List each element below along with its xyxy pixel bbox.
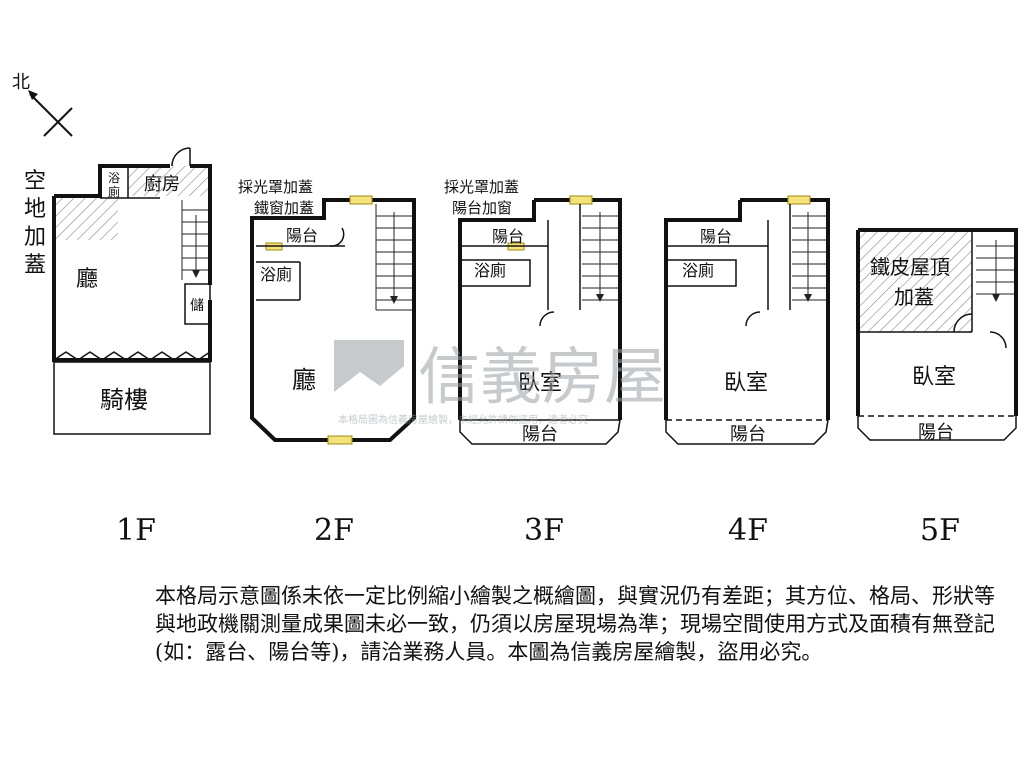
floor-3f: 採光罩加蓋 陽台加窗 陽台 浴廁 臥室 陽台 3F [444,178,622,548]
floor-label-4f: 4F [728,513,768,548]
note-skylight-3f: 採光罩加蓋 [444,178,519,196]
floor-1f: 空 地 加 蓋 廚房 浴 廁 廳 儲 騎樓 1F [24,147,212,548]
stairs-4f [792,212,826,302]
room-bedroom-5f: 臥室 [912,365,956,390]
room-bath-1f-1: 浴 [108,171,120,185]
room-balcony-rear-4f: 陽台 [700,227,732,246]
note-window-2f: 鐵窗加蓋 [254,199,314,217]
floor-label-1f: 1F [116,513,156,548]
floor-2f: 採光罩加蓋 鐵窗加蓋 陽台 浴廁 廳 2F [238,178,416,548]
floor-label-2f: 2F [314,513,354,548]
room-bath-4f: 浴廁 [682,261,714,280]
stairs-5f [976,240,1014,302]
room-kitchen-1f: 廚房 [144,173,180,195]
stairs-3f [582,212,618,302]
stairs-1f [181,200,208,280]
watermark-brand: 信義房屋 [418,340,666,413]
room-empty-lot-1: 空 [24,169,46,194]
room-empty-lot-4: 蓋 [24,253,46,278]
floor-label-3f: 3F [524,513,564,548]
floor-5f: 鐵皮屋頂 加蓋 臥室 陽台 5F [856,228,1018,548]
north-arrow-icon: 北 [12,72,73,137]
room-storage-1f: 儲 [190,298,204,314]
watermark-line: 本格局圖為信義房屋繪製，未經允許請勿盜用，違者必究 [338,413,588,426]
room-bath-1f-2: 廁 [108,184,120,199]
note-balcony-window-3f: 陽台加窗 [452,199,512,217]
room-addition-5f-1: 鐵皮屋頂 [870,255,950,279]
north-label: 北 [12,72,30,93]
room-empty-lot-2: 地 [24,197,46,222]
room-balcony-front-5f: 陽台 [918,422,954,443]
room-hall-2f: 廳 [292,366,316,394]
room-arcade-1f: 騎樓 [100,386,148,414]
room-empty-lot-3: 加 [24,225,46,250]
room-balcony-front-3f: 陽台 [522,424,558,445]
room-balcony-rear-3f: 陽台 [492,227,524,246]
room-balcony-front-4f: 陽台 [730,424,766,445]
room-bath-2f: 浴廁 [260,265,292,284]
brand-logo-icon [334,340,404,402]
disclaimer-notice: 本格局示意圖係未依一定比例縮小繪製之概繪圖，與實況仍有差距；其方位、格局、形狀等… [155,584,995,664]
floor-label-5f: 5F [920,513,960,548]
note-skylight-2f: 採光罩加蓋 [238,178,313,196]
room-bedroom-4f: 臥室 [724,371,768,396]
room-balcony-2f: 陽台 [286,226,318,245]
room-bath-3f: 浴廁 [474,261,506,280]
room-bedroom-3f: 臥室 [518,371,562,396]
stairs-2f [375,204,412,311]
room-addition-5f-2: 加蓋 [894,285,934,309]
floor-4f: 陽台 浴廁 臥室 陽台 4F [664,195,830,548]
room-hall-1f: 廳 [76,267,98,292]
watermark: 信義房屋 本格局圖為信義房屋繪製，未經允許請勿盜用，違者必究 [334,340,666,426]
